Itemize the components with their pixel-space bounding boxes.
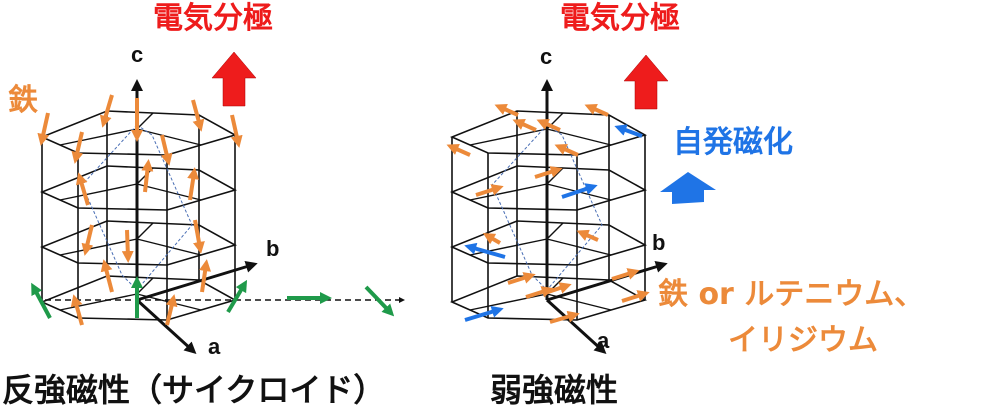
left-b-axis-arrow [136,261,258,302]
canted-spin-arrow [614,124,643,138]
canted-spin-arrow [464,242,506,259]
left-polarization-label: 電気分極 [153,1,273,36]
iron-spin-arrow [187,167,200,201]
iron-spin-arrow [75,172,90,206]
right-hex-spoke [469,293,548,311]
iron-spin-arrow [121,229,134,263]
iron-spin-arrow [494,103,519,117]
iron-spin-arrow [536,118,561,132]
canted-spin-arrow [464,305,504,322]
right-hex-spoke [469,128,548,146]
right-hex-spoke [546,222,564,240]
right-hex-spoke [546,238,612,256]
left-axis-a-label: a [208,334,221,359]
iron-spin-arrow [37,112,50,146]
iron-spin-arrow [621,290,650,303]
right-caption: 弱強磁性 [490,371,619,409]
iron-spin-arrow [475,184,504,197]
right-axis-a-label: a [597,328,610,353]
right-polarization-arrow [623,54,669,110]
iron-spin-arrow [81,224,94,256]
left-hex-spoke [59,293,138,311]
spontaneous-magnetization-label: 自発磁化 [673,125,793,160]
left-hex-spoke [136,238,202,256]
right-a-axis-arrow [545,298,607,355]
cycloid-spin-arrow [31,282,52,319]
iron-spin-arrow [544,282,572,295]
iron-spin-arrow [584,103,609,117]
spontaneous-magnetization-arrow [660,172,716,204]
iron-spin-arrow [230,114,243,148]
iron-spin-arrow [482,232,502,245]
iron-spin-arrow [507,272,536,285]
left-hex-spoke [59,128,138,146]
left-hex-spoke [136,112,154,130]
iron-label: 鉄 [8,83,38,118]
iron-spin-arrow [99,94,114,128]
iron-spin-arrow [191,99,205,132]
iron-spin-arrow [446,143,471,157]
iron-spin-arrow [199,259,212,293]
left-hex-spoke [136,222,154,240]
iron-spin-arrow [534,166,563,179]
iron-spin-arrow [525,286,554,299]
iron-spin-arrow [193,219,205,254]
left-hex-spoke [59,238,138,256]
cycloid-spin-arrow [364,285,395,317]
right-hex-spoke [469,238,548,256]
right-hex-spoke [469,183,548,201]
iron-spin-arrow [70,294,84,326]
iron-spin-arrow [554,143,579,157]
right-axis-b-label: b [652,230,666,255]
cycloid-spin-arrow [226,279,248,314]
left-axis-c-label: c [131,42,144,67]
iron-spin-arrow [165,294,178,326]
element-label-line2: イリジウム [728,323,878,358]
left-hex-spoke [136,277,154,295]
right-polarization-label: 電気分極 [560,1,680,36]
iron-spin-arrow [100,259,114,293]
left-caption: 反強磁性（サイクロイド） [2,371,386,409]
iron-spin-arrow [141,159,154,193]
element-label-line1: 鉄 or ルテニウム、 [658,277,925,312]
right-axis-c-label: c [540,44,553,69]
left-hex-spoke [59,183,138,201]
iron-spin-arrow [549,310,580,324]
right-b-axis-arrow [546,261,668,302]
iron-spin-arrow [71,131,84,164]
iron-spin-arrow [611,268,640,281]
iron-spin-arrow [576,229,599,242]
left-polarization-arrow [211,51,257,107]
canted-spin-arrow [561,183,598,199]
iron-spin-arrow [160,134,173,166]
left-axis-b-label: b [266,236,280,261]
left-a-axis-arrow [135,298,197,355]
iron-spin-arrow [512,118,537,132]
